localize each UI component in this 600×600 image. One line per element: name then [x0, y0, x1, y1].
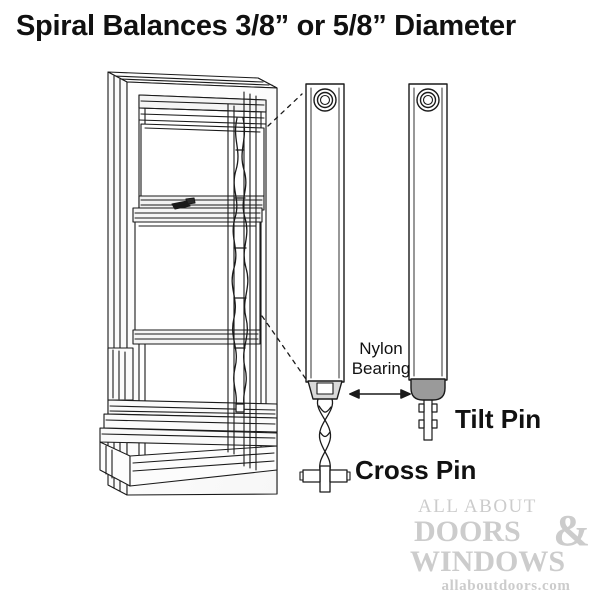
watermark-row-doors: DOORS &	[408, 509, 594, 553]
nylon-bearing-dimension-arrow	[349, 389, 411, 399]
nylon-bearing-right	[410, 378, 446, 401]
watermark-url: allaboutdoors.com	[441, 578, 571, 594]
installed-spiral-balance	[231, 117, 249, 413]
watermark-line-doors: DOORS	[414, 515, 521, 548]
watermark-logo: ALL ABOUT DOORS & WINDOWS allaboutdoors.…	[408, 497, 594, 595]
leader-line-top	[267, 93, 303, 127]
leader-lines	[261, 93, 309, 383]
page-title: Spiral Balances 3/8” or 5/8” Diameter	[16, 10, 516, 42]
leader-line-bottom	[261, 315, 309, 383]
label-nylon-bearing: Nylon Bearing	[351, 339, 411, 378]
label-tilt-pin: Tilt Pin	[455, 404, 542, 434]
tilt-pin-shaft	[418, 399, 438, 441]
spiral-balance-cross-pin	[299, 83, 351, 493]
cross-pin-head	[299, 465, 351, 493]
watermark-line-all-about: ALL ABOUT	[418, 496, 537, 517]
spiral-balance-tilt-pin	[408, 83, 448, 441]
label-cross-pin: Cross Pin	[355, 455, 477, 485]
watermark-ampersand: &	[553, 506, 590, 555]
watermark-line-windows: WINDOWS	[410, 545, 566, 578]
double-hung-window-isometric	[99, 71, 278, 496]
